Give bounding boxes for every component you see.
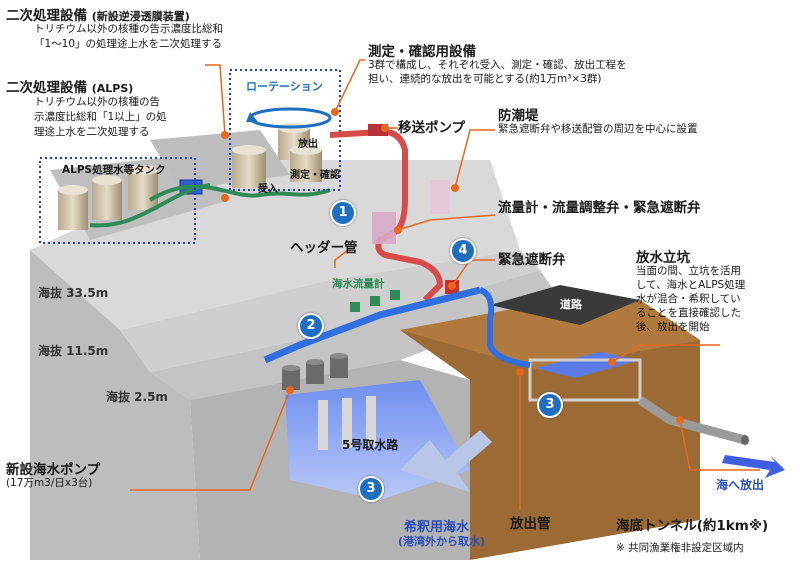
receive-tank-label: 受入	[258, 184, 278, 195]
new-pump-title: 新設海水ポンプ	[6, 462, 101, 478]
dilution-arrow	[400, 430, 492, 492]
cliff-face	[30, 250, 200, 560]
footnote: ※ 共同漁業権非設定区域内	[616, 542, 744, 554]
badge-3-shaft: 3	[537, 392, 563, 418]
intake-wall	[366, 396, 376, 446]
seabed-tunnel	[637, 396, 747, 445]
to-sea-arrow	[722, 455, 785, 478]
secondary-alps-subtitle: (ALPS)	[91, 82, 134, 95]
seawater-flow-meter-label: 海水流量計	[332, 278, 385, 290]
seawater-flow-meter	[370, 296, 380, 306]
shaft-desc-3: 水が混合・希釈してい	[636, 293, 741, 305]
road	[490, 285, 640, 325]
intake-wall	[342, 398, 352, 448]
shaft-box	[528, 358, 642, 402]
leader-dots	[221, 108, 684, 424]
alps-tanks-label: ALPS処理水等タンク	[62, 164, 166, 176]
secondary-ro-subtitle: (新設逆浸透膜装置)	[91, 10, 190, 23]
shaft-desc-1: 当面の間、立坑を活用	[636, 265, 741, 277]
to-sea-label: 海へ放出	[716, 478, 765, 492]
cliff-middle	[120, 250, 540, 372]
shaft-title: 放水立坑	[636, 250, 690, 266]
intake-label: 5号取水路	[342, 438, 399, 452]
earth-top	[400, 300, 700, 370]
tunnel-label: 海底トンネル(約1km※)	[616, 518, 769, 534]
road-label: 道路	[560, 298, 582, 311]
lower-terrace	[150, 270, 560, 400]
flow-meter-block	[372, 212, 396, 244]
alps-tanks	[58, 165, 158, 230]
measure-tank-label: 測定・確認	[290, 170, 340, 181]
secondary-alps-desc-1: トリチウム以外の核種の告	[34, 96, 160, 108]
shaft-desc-5: 後、放出を開始	[636, 321, 710, 333]
transfer-pump-label: 移送ポンプ	[398, 120, 466, 136]
secondary-ro-desc-2: 「1～10」の処理途上水を二次処理する	[34, 38, 223, 50]
green-pipe	[148, 184, 331, 202]
badge-2: 2	[298, 313, 324, 339]
discharge-pipe	[478, 287, 531, 368]
altitude-33-label: 海抜 33.5m	[38, 286, 109, 300]
header-pipe	[263, 286, 481, 364]
header-pipe-label: ヘッダー管	[290, 240, 358, 256]
measure-desc-1: 3群で構成し、それぞれ受入、測定・確認、放出工程を	[368, 59, 627, 71]
secondary-alps-title: 二次処理設備 (ALPS)	[6, 80, 134, 96]
shaft-desc-4: ることを直接確認した	[636, 307, 741, 319]
measure-title: 測定・確認用設備	[368, 44, 476, 60]
shaft-desc-2: して、海水とALPS処理	[636, 279, 746, 291]
seawater-flow-meter	[390, 290, 400, 300]
rotation-dotted-box	[229, 69, 341, 191]
badge-3-intake: 3	[358, 476, 384, 502]
dilution-title: 希釈用海水	[404, 520, 470, 535]
tunnel-outlet	[741, 435, 749, 445]
emergency-valve-label: 緊急遮断弁	[498, 252, 566, 268]
new-seawater-pumps	[282, 353, 348, 390]
badge-1: 1	[330, 200, 356, 226]
secondary-alps-desc-3: 理途上水を二次処理する	[34, 126, 150, 138]
new-pump-desc: (17万m3/日x3台)	[6, 477, 93, 489]
altitude-11-label: 海抜 11.5m	[38, 344, 109, 358]
discharge-pipe-label: 放出管	[510, 516, 551, 532]
rotation-label: ローテーション	[246, 80, 323, 93]
badge-4: 4	[450, 238, 476, 264]
dilution-subtitle: (港湾外から取水)	[398, 535, 486, 548]
flow-meter-label: 流量計・流量調整弁・緊急遮断弁	[498, 200, 701, 216]
earth-block	[400, 300, 700, 560]
seawater-flow-meter	[350, 302, 360, 312]
seawall-desc: 緊急遮断弁や移送配管の周辺を中心に設置	[498, 123, 698, 135]
seawall-block	[430, 180, 450, 214]
green-pipe	[89, 183, 211, 228]
secondary-ro-desc-1: トリチウム以外の核種の告示濃度比総和	[34, 23, 223, 35]
altitude-2-label: 海抜 2.5m	[106, 390, 168, 404]
intake-wall	[318, 400, 328, 450]
discharge-tank-label: 放出	[298, 139, 318, 150]
secondary-alps-desc-2: 示濃度比総和「1以上」の処	[34, 111, 167, 123]
measure-desc-2: 担い、連続的な放出を可能とする(約1万m³×3群)	[368, 73, 602, 85]
rotation-arrowhead	[246, 112, 258, 122]
seawall-title: 防潮堤	[498, 108, 539, 124]
secondary-ro-title: 二次処理設備 (新設逆浸透膜装置)	[6, 8, 190, 24]
